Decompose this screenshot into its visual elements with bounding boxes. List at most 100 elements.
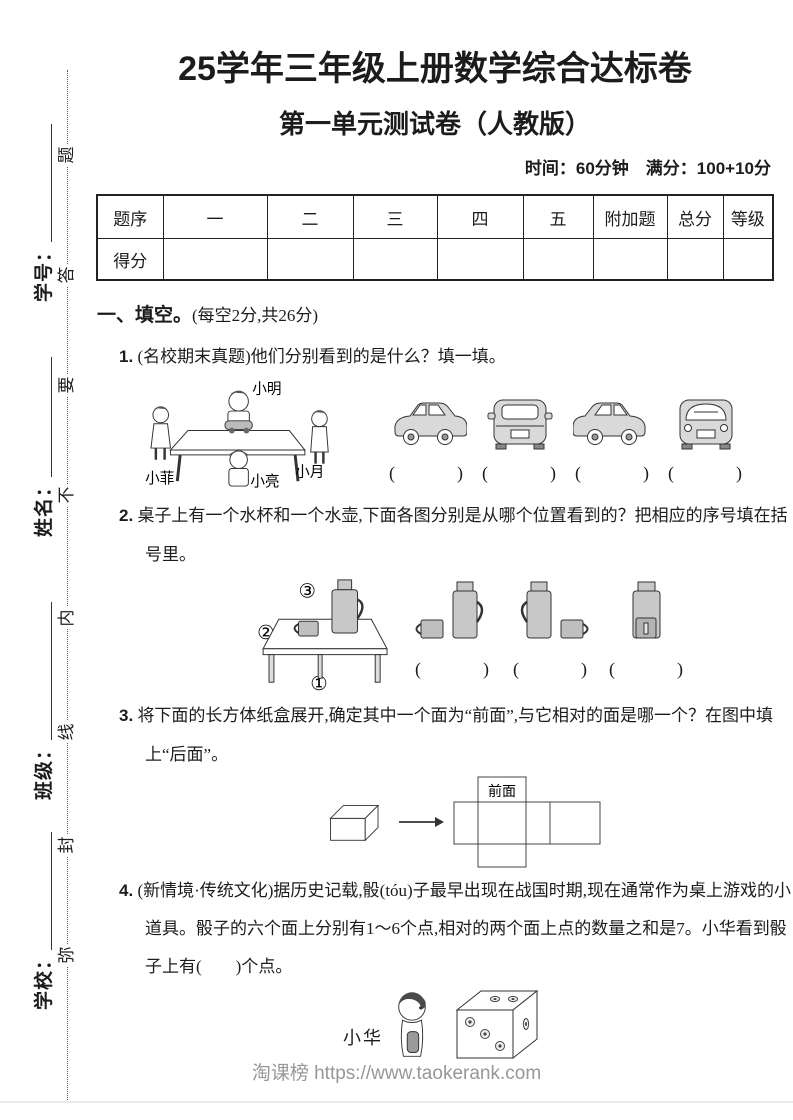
table-leg xyxy=(268,654,275,683)
car-side-right-icon xyxy=(394,402,468,445)
class-label: 班级： xyxy=(33,739,55,800)
score-cell-empty[interactable] xyxy=(352,238,438,281)
student-number-blank[interactable] xyxy=(32,123,52,242)
score-cell-empty[interactable] xyxy=(162,238,268,281)
box-net-diagram: 前面 xyxy=(453,776,601,868)
answer-blank[interactable]: ( ) xyxy=(415,659,491,679)
section-one-title: 一、填空。 xyxy=(97,305,193,326)
exam-meta: 时间：60分钟 满分：100+10分 xyxy=(524,159,771,178)
score-row-label: 得分 xyxy=(96,238,164,281)
score-cell-empty[interactable] xyxy=(722,238,774,281)
table-leg xyxy=(293,454,300,482)
seal-char: 弥 xyxy=(56,944,78,966)
question-3-figure: 前面 xyxy=(325,776,775,868)
kid-name-bottom: 小亮 xyxy=(250,473,279,488)
view-kettle-left-cup-right-icon xyxy=(520,581,589,639)
seal-char: 不 xyxy=(56,484,78,506)
view-cup-left-kettle-right-icon xyxy=(415,581,484,639)
toy-car-icon xyxy=(224,420,253,434)
school-blank[interactable] xyxy=(32,831,52,950)
score-cell-empty[interactable] xyxy=(522,238,594,281)
question-1-body: 他们分别看到的是什么？填一填。 xyxy=(250,347,506,366)
exam-paper: 25学年三年级上册数学综合达标卷 第一单元测试卷（人教版） 时间：60分钟 满分… xyxy=(95,0,791,1062)
kid-bottom-figure xyxy=(228,449,249,487)
answer-blank[interactable]: ( ) xyxy=(668,463,744,483)
name-blank[interactable] xyxy=(32,356,52,477)
score-header-cell: 四 xyxy=(436,194,524,239)
score-cell-empty[interactable] xyxy=(666,238,724,281)
kid-name-top: 小明 xyxy=(252,381,281,398)
question-3-number: 3. xyxy=(119,706,134,725)
answer-blank[interactable]: ( ) xyxy=(482,463,558,483)
question-1-text: 1. (名校期末真题)他们分别看到的是什么？填一填。 xyxy=(95,337,793,376)
arrow-right-icon xyxy=(399,817,444,827)
name-label: 姓名： xyxy=(33,476,55,537)
answer-blank[interactable]: ( ) xyxy=(575,463,651,483)
seal-char: 答 xyxy=(56,264,78,286)
table-leg xyxy=(374,654,381,683)
car-option: ( ) xyxy=(386,376,468,488)
question-4-tag: (新情境·传统文化) xyxy=(137,881,274,900)
question-2-number: 2. xyxy=(119,506,134,525)
footer-site-link[interactable]: 淘课榜 https://www.taokerank.com xyxy=(251,1063,542,1084)
view-option: ( ) xyxy=(413,574,493,694)
kid-left-figure xyxy=(150,406,172,460)
score-header-cell: 五 xyxy=(522,194,594,239)
kid-right-figure xyxy=(310,410,329,464)
kid-name-right: 小月 xyxy=(295,463,324,480)
question-4-number: 4. xyxy=(119,881,134,900)
view-options-row: ( ) ( ) ( ) xyxy=(413,574,703,694)
question-2-figure: ③ ② ① xyxy=(95,574,775,694)
question-4-text: 4. (新情境·传统文化)据历史记载,骰(tóu)子最早出现在战国时期,现在通常… xyxy=(95,872,793,986)
table-leg xyxy=(317,654,323,679)
school-label: 学校： xyxy=(33,949,55,1010)
table-top xyxy=(262,618,388,650)
question-3-body: 将下面的长方体纸盒展开,确定其中一个面为“前面”,与它相对的面是哪一个？在图中填… xyxy=(137,706,774,764)
page-title: 25学年三年级上册数学综合达标卷 xyxy=(178,50,692,88)
dice-front-dots xyxy=(465,1017,505,1051)
dice-side-dot xyxy=(522,1018,530,1030)
kids-around-table-scene: 小明 小菲 小亮 小月 xyxy=(145,381,329,488)
section-one-heading: 一、填空。(每空2分,共26分) xyxy=(97,303,775,329)
kid-name-left: 小菲 xyxy=(145,470,174,487)
position-label-3: ③ xyxy=(299,581,317,603)
seal-char: 内 xyxy=(56,607,78,629)
question-4-body: 据历史记载,骰(tóu)子最早出现在战国时期,现在通常作为桌上游戏的小道具。骰子… xyxy=(145,881,791,976)
score-header-cell: 题序 xyxy=(96,194,164,239)
dice-icon xyxy=(455,989,539,1060)
score-cell-empty[interactable] xyxy=(436,238,524,281)
section-one-note: (每空2分,共26分) xyxy=(192,306,319,325)
score-header-cell: 附加题 xyxy=(592,194,668,239)
dice-top-dots xyxy=(490,995,518,1003)
box-3d-icon xyxy=(329,804,380,842)
car-option: ( ) xyxy=(572,376,654,488)
car-option: ( ) xyxy=(665,376,747,488)
name-field: 姓名： xyxy=(28,345,56,537)
score-cell-empty[interactable] xyxy=(266,238,354,281)
score-table-score-row: 得分 xyxy=(96,238,774,281)
answer-blank[interactable]: ( ) xyxy=(389,463,465,483)
score-cell-empty[interactable] xyxy=(592,238,668,281)
question-1-number: 1. xyxy=(119,347,134,366)
car-option: ( ) xyxy=(479,376,561,488)
score-header-cell: 二 xyxy=(266,194,354,239)
class-blank[interactable] xyxy=(32,601,52,740)
seal-dotted-line xyxy=(67,70,68,1102)
view-kettle-behind-cup-icon xyxy=(632,581,661,639)
question-3-text: 3. 将下面的长方体纸盒展开,确定其中一个面为“前面”,与它相对的面是哪一个？在… xyxy=(95,696,793,774)
score-table-header-row: 题序 一 二 三 四 五 附加题 总分 等级 xyxy=(96,194,774,239)
answer-blank[interactable]: ( ) xyxy=(609,659,685,679)
seal-char: 封 xyxy=(56,834,78,856)
question-1-figure: 小明 小菲 小亮 小月 ( ) xyxy=(95,376,775,488)
score-header-cell: 三 xyxy=(352,194,438,239)
score-header-cell: 总分 xyxy=(666,194,724,239)
boy-profile-icon xyxy=(398,992,426,1057)
answer-blank[interactable]: ( ) xyxy=(513,659,589,679)
table-edge xyxy=(262,648,388,656)
school-field: 学校： xyxy=(28,820,56,1010)
page-subtitle: 第一单元测试卷（人教版） xyxy=(278,109,591,139)
question-2-text: 2. 桌子上有一个水杯和一个水壶,下面各图分别是从哪个位置看到的？把相应的序号填… xyxy=(95,496,793,574)
kid-name-label: 小华 xyxy=(343,1028,383,1048)
view-option: ( ) xyxy=(609,574,685,694)
question-1-tag: (名校期末真题) xyxy=(137,347,251,366)
